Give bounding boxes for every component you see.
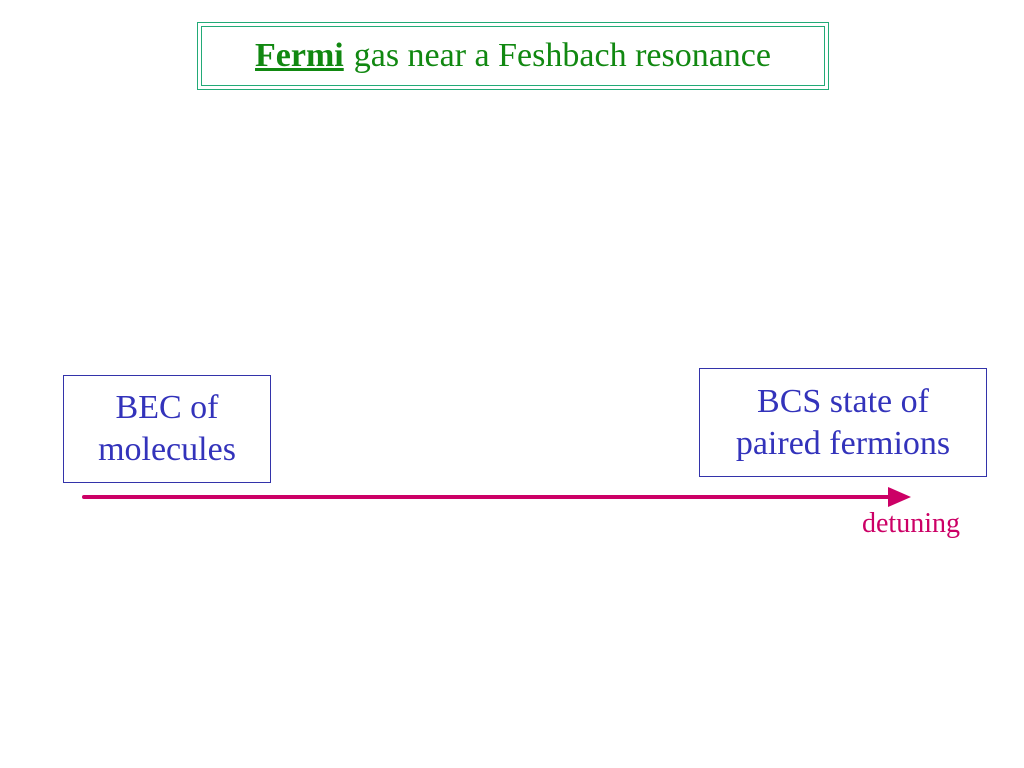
axis-arrowhead <box>888 487 911 507</box>
axis-label: detuning <box>862 508 960 539</box>
bec-box: BEC of molecules <box>63 375 271 483</box>
bcs-line-2: paired fermions <box>735 424 951 462</box>
slide-title: Fermi gas near a Feshbach resonance <box>201 26 825 86</box>
title-text: gas near a Feshbach resonance <box>353 37 771 74</box>
title-frame: Fermi gas near a Feshbach resonance <box>197 22 829 90</box>
title-emphasis: Fermi <box>255 37 344 74</box>
bec-line-1: BEC of <box>115 389 219 426</box>
bcs-box: BCS state of paired fermions <box>699 368 987 477</box>
bec-line-2: molecules <box>98 431 236 468</box>
bcs-line-1: BCS state of <box>757 382 929 420</box>
